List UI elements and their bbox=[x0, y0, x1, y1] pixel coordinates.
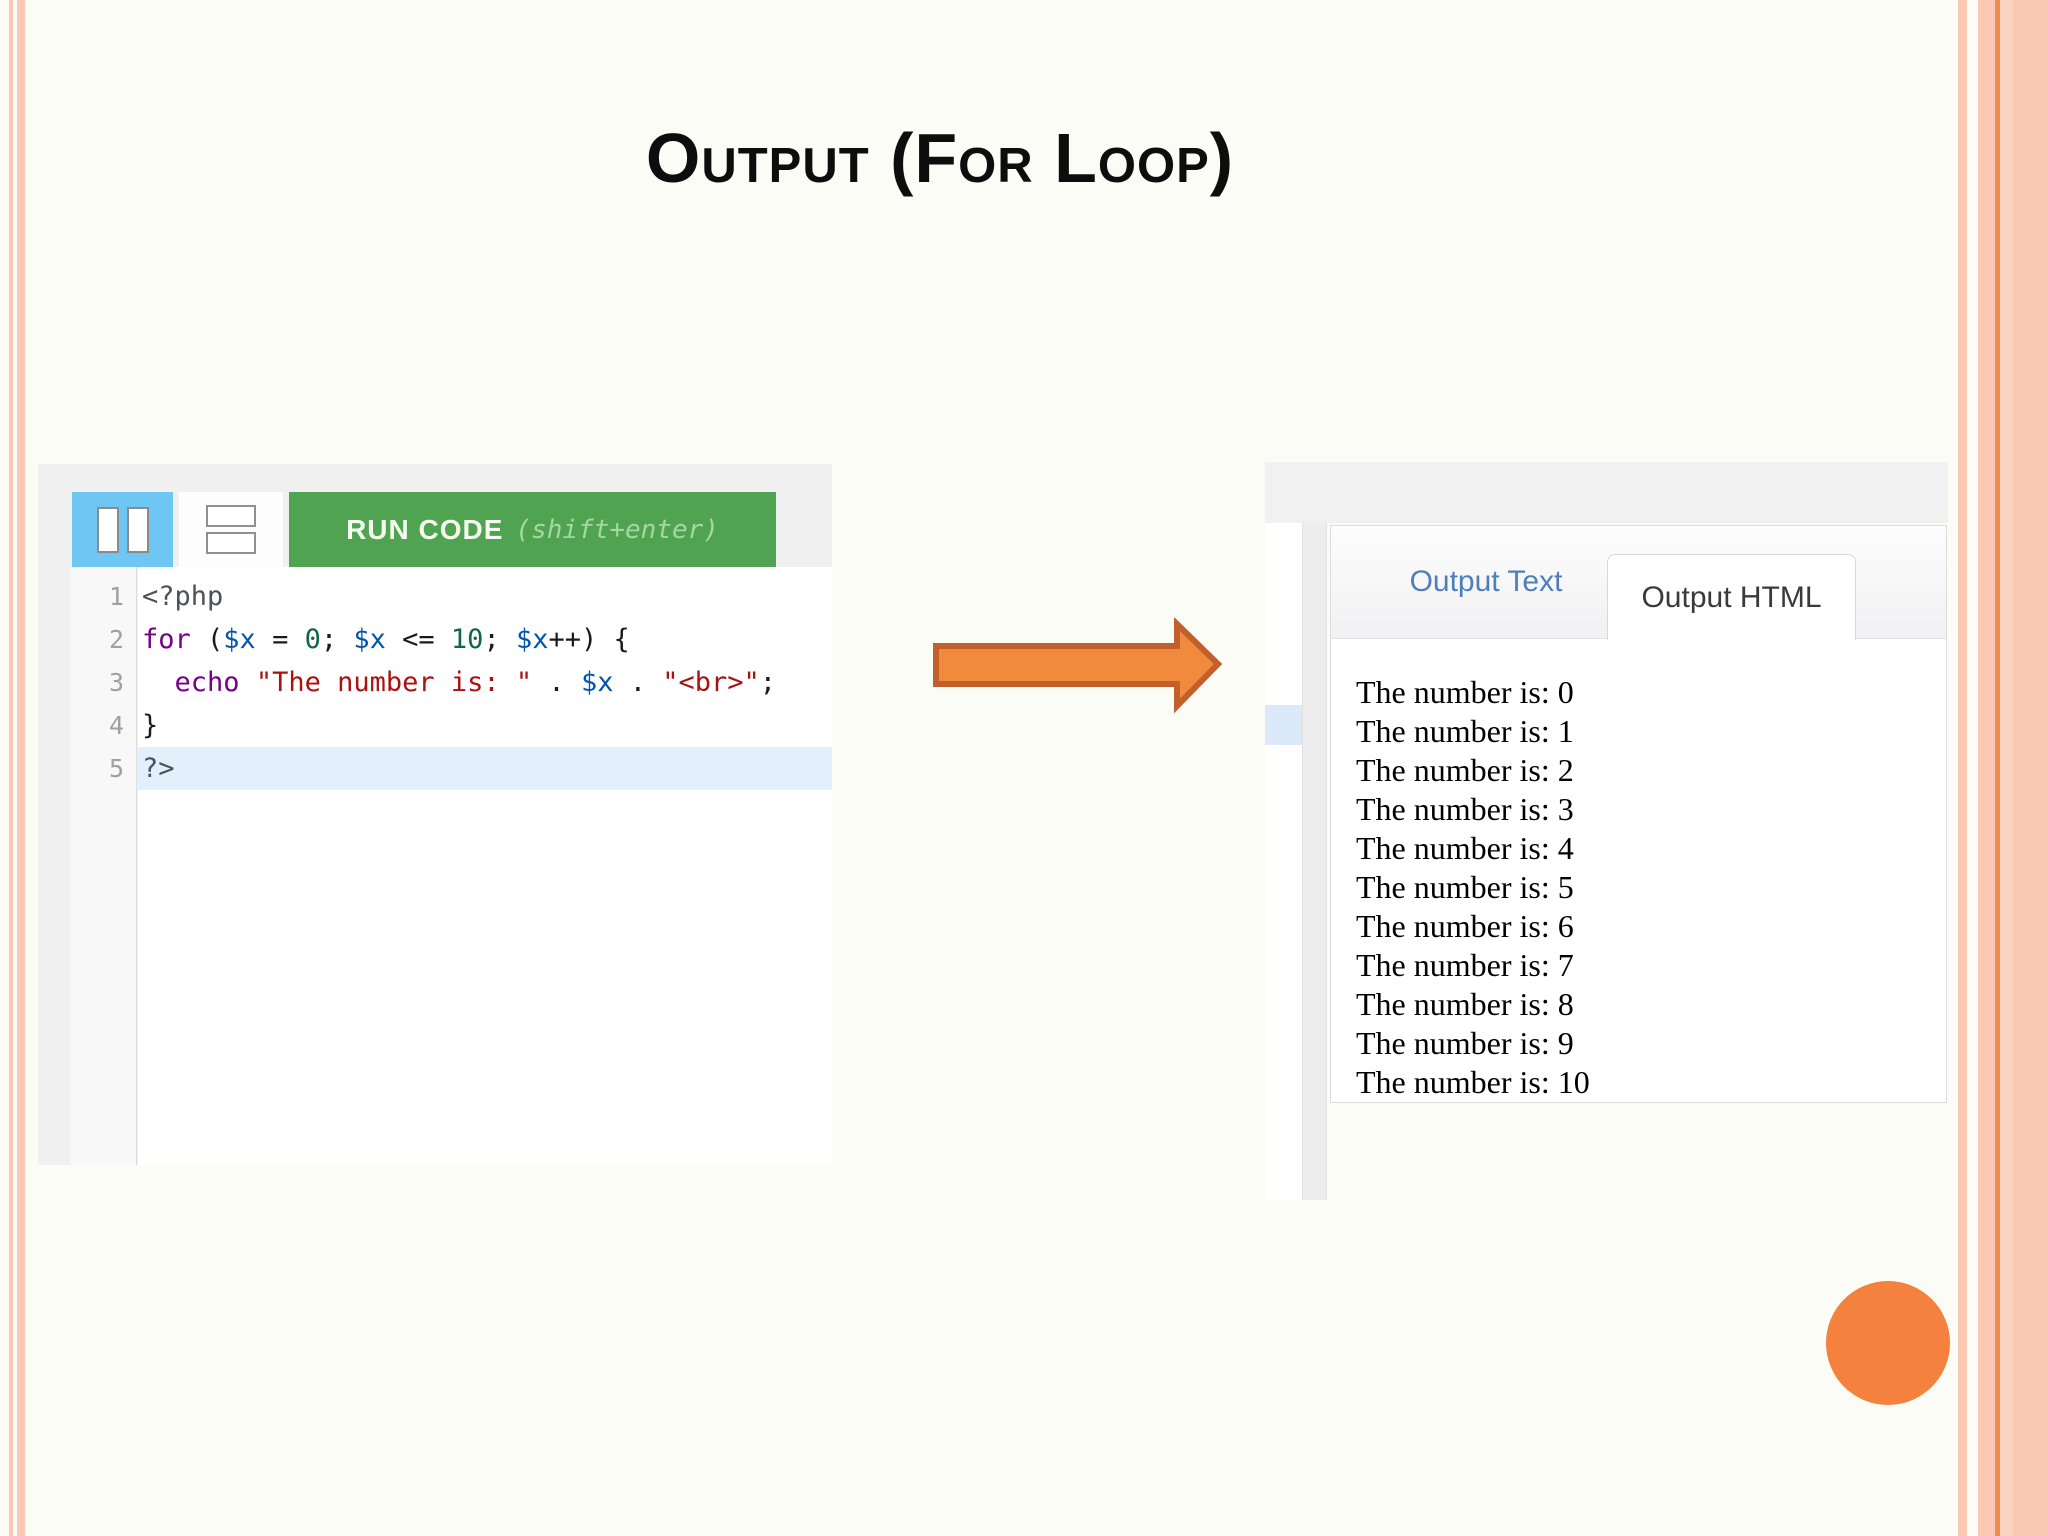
output-line: The number is: 7 bbox=[1356, 947, 1574, 983]
two-row-layout-icon bbox=[206, 505, 256, 554]
code-line: echo "The number is: " . $x . "<br>"; bbox=[174, 667, 777, 698]
code-editor[interactable]: <?php for ($x = 0; $x <= 10; $x++) { echo… bbox=[138, 567, 832, 1165]
right-border-accent-line bbox=[1995, 0, 2000, 1536]
code-line: for ($x = 0; $x <= 10; $x++) { bbox=[142, 624, 630, 655]
run-code-label: RUN CODE bbox=[346, 513, 504, 545]
line-number: 4 bbox=[108, 711, 124, 740]
run-code-shortcut-hint: (shift+enter) bbox=[515, 514, 719, 545]
line-number: 2 bbox=[108, 625, 124, 654]
layout-columns-button[interactable] bbox=[72, 492, 173, 567]
active-line-sliver bbox=[1265, 705, 1302, 745]
output-line: The number is: 4 bbox=[1356, 830, 1574, 866]
output-tabbar: Output Text Output HTML bbox=[1331, 526, 1946, 640]
line-number: 1 bbox=[108, 582, 124, 611]
output-line: The number is: 8 bbox=[1356, 986, 1574, 1022]
left-border-stripe-thin bbox=[9, 0, 13, 1536]
tab-output-html[interactable]: Output HTML bbox=[1607, 554, 1856, 640]
layout-rows-button[interactable] bbox=[179, 492, 283, 567]
left-border-stripe-thick bbox=[17, 0, 25, 1536]
editor-edge-sliver bbox=[1265, 523, 1302, 1200]
code-line: ?> bbox=[138, 747, 832, 790]
tab-output-text[interactable]: Output Text bbox=[1409, 565, 1563, 598]
output-line: The number is: 6 bbox=[1356, 908, 1574, 944]
pane-splitter[interactable] bbox=[1302, 523, 1327, 1200]
output-line: The number is: 9 bbox=[1356, 1025, 1574, 1061]
line-number: 5 bbox=[108, 754, 124, 783]
output-line: The number is: 5 bbox=[1356, 869, 1574, 905]
arrow-right-shape bbox=[933, 618, 1223, 714]
output-result-box: Output Text Output HTML The number is: 0… bbox=[1330, 525, 1947, 1103]
output-panel-topbar bbox=[1265, 462, 1948, 523]
decorative-circle bbox=[1826, 1281, 1950, 1405]
line-number: 3 bbox=[108, 668, 124, 697]
run-code-button[interactable]: RUN CODE (shift+enter) bbox=[289, 492, 776, 567]
right-border-band bbox=[1978, 0, 2048, 1536]
output-line: The number is: 10 bbox=[1356, 1064, 1590, 1100]
output-line: The number is: 1 bbox=[1356, 713, 1574, 749]
right-border-stripe-thin bbox=[1958, 0, 1967, 1536]
two-column-layout-icon bbox=[96, 506, 149, 553]
output-line: The number is: 0 bbox=[1356, 674, 1574, 710]
output-panel: Output Text Output HTML The number is: 0… bbox=[1265, 462, 1948, 1200]
slide-title: Output (For Loop) bbox=[645, 119, 1235, 197]
line-number-gutter: 1 2 3 4 5 bbox=[70, 567, 137, 1165]
code-editor-panel: RUN CODE (shift+enter) 1 2 3 4 5 <?php for ($… bbox=[38, 464, 832, 1165]
right-border-band-light bbox=[2000, 0, 2013, 1536]
output-line: The number is: 2 bbox=[1356, 752, 1574, 788]
code-line: <?php bbox=[142, 581, 224, 612]
output-line: The number is: 3 bbox=[1356, 791, 1574, 827]
code-line: } bbox=[142, 710, 159, 741]
